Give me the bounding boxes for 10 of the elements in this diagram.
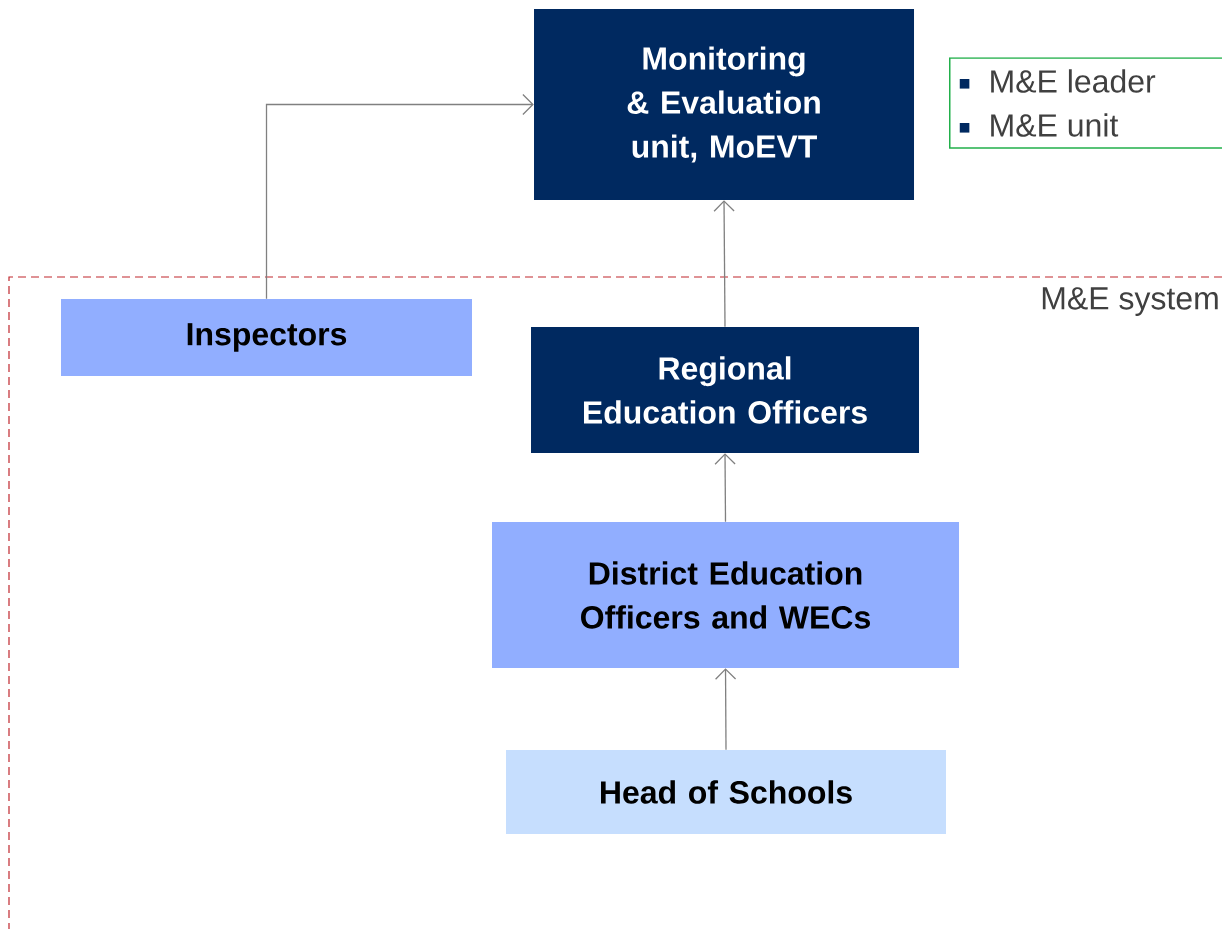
arrow [265,93,534,300]
process-box: Monitoring & Evaluation unit, MoEVT [534,9,914,200]
arrow [713,200,735,328]
process-box: District Education Officers and WECs [492,522,959,668]
arrow [714,668,737,751]
bullet-list-box: M&E leader M&E unit [949,57,1222,149]
process-box: Inspectors [61,299,472,376]
arrow [714,453,736,523]
process-box: Regional Education Officers [531,327,919,453]
process-box: Head of Schools [506,750,946,834]
